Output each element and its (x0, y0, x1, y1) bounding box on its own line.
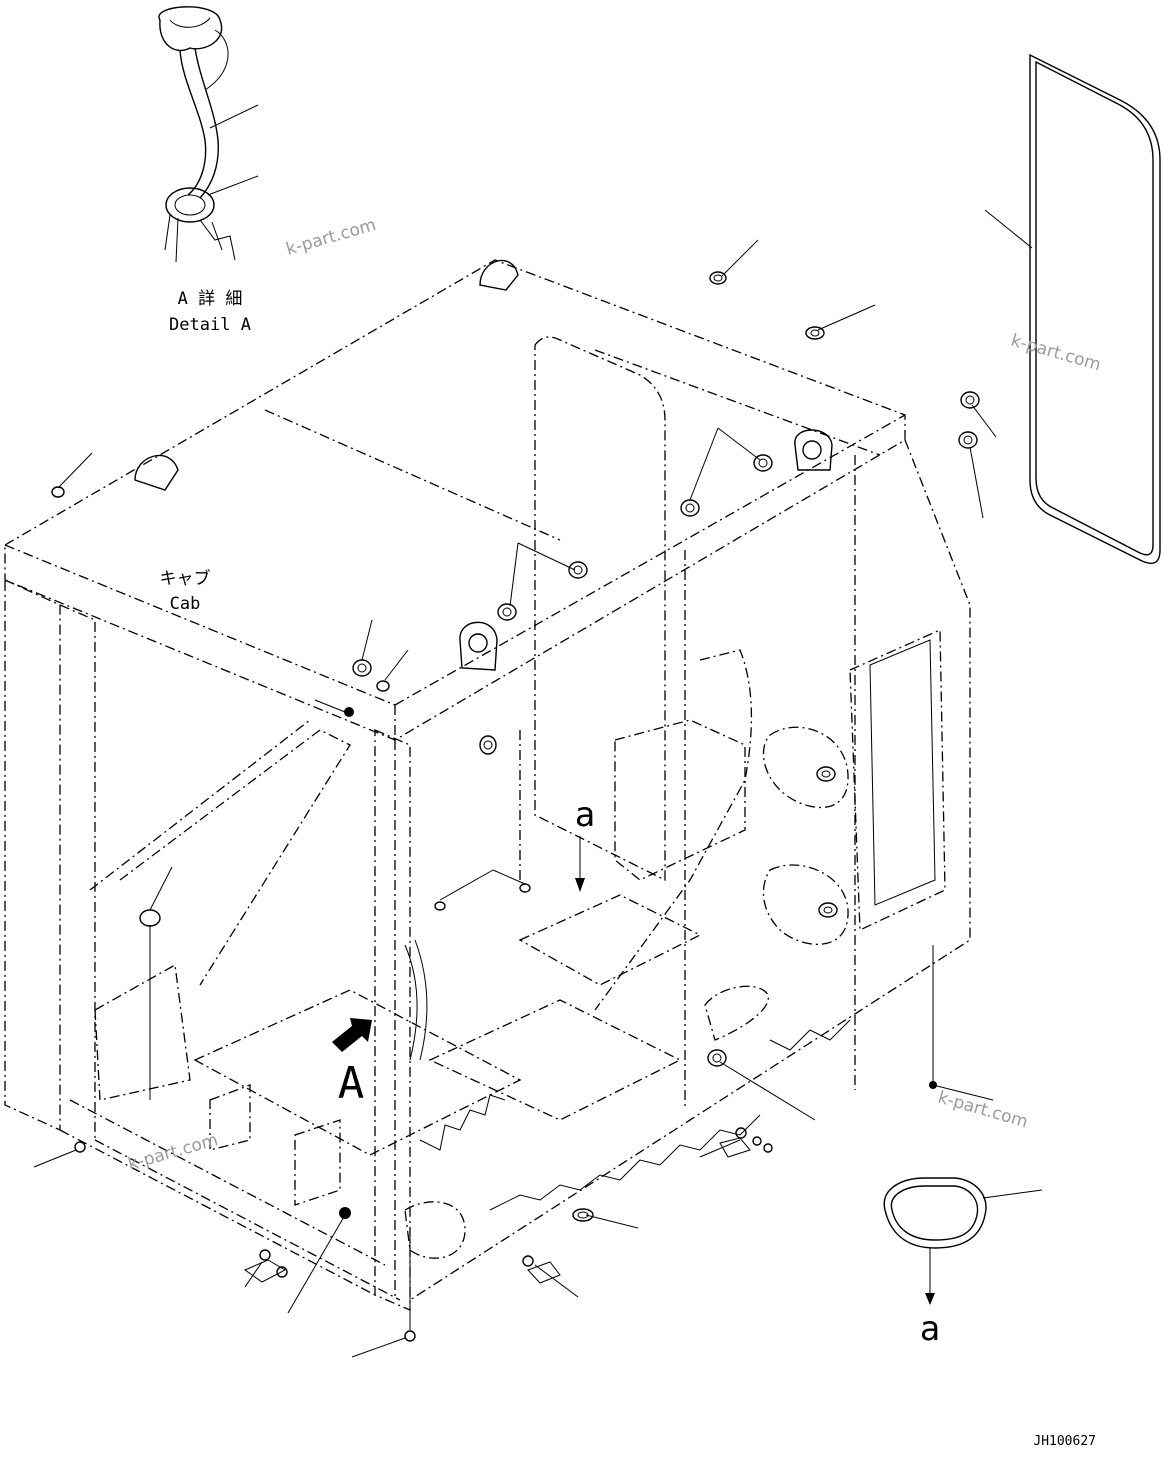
watermark-4: k-part.com (126, 1130, 220, 1175)
section-a-arrow-icon (575, 878, 585, 892)
leader-lines (33, 239, 997, 1358)
view-a-marker: A (338, 1058, 365, 1109)
floor-mat-part (883, 1177, 1043, 1305)
section-a-marker-bottom: a (920, 1309, 940, 1349)
drawing-number: JH100627 (1033, 1434, 1096, 1449)
cab-jp-label: キャブ (160, 568, 211, 589)
detail-a-illustration (158, 6, 259, 263)
detail-a-en-label: Detail A (169, 315, 251, 335)
caps-and-plugs (51, 486, 937, 1342)
view-a-arrow-icon (332, 1018, 372, 1052)
detail-a-jp-label: A 詳 細 (178, 289, 243, 309)
cab-en-label: Cab (170, 594, 201, 614)
watermark-2: k-part.com (1009, 331, 1103, 376)
section-a-marker-top: a (575, 795, 595, 835)
grommets (352, 271, 980, 1222)
watermark-1: k-part.com (284, 215, 378, 260)
cab-frame (4, 259, 971, 1311)
watermark-3: k-part.com (936, 1088, 1030, 1133)
window-seal-part (984, 53, 1161, 564)
